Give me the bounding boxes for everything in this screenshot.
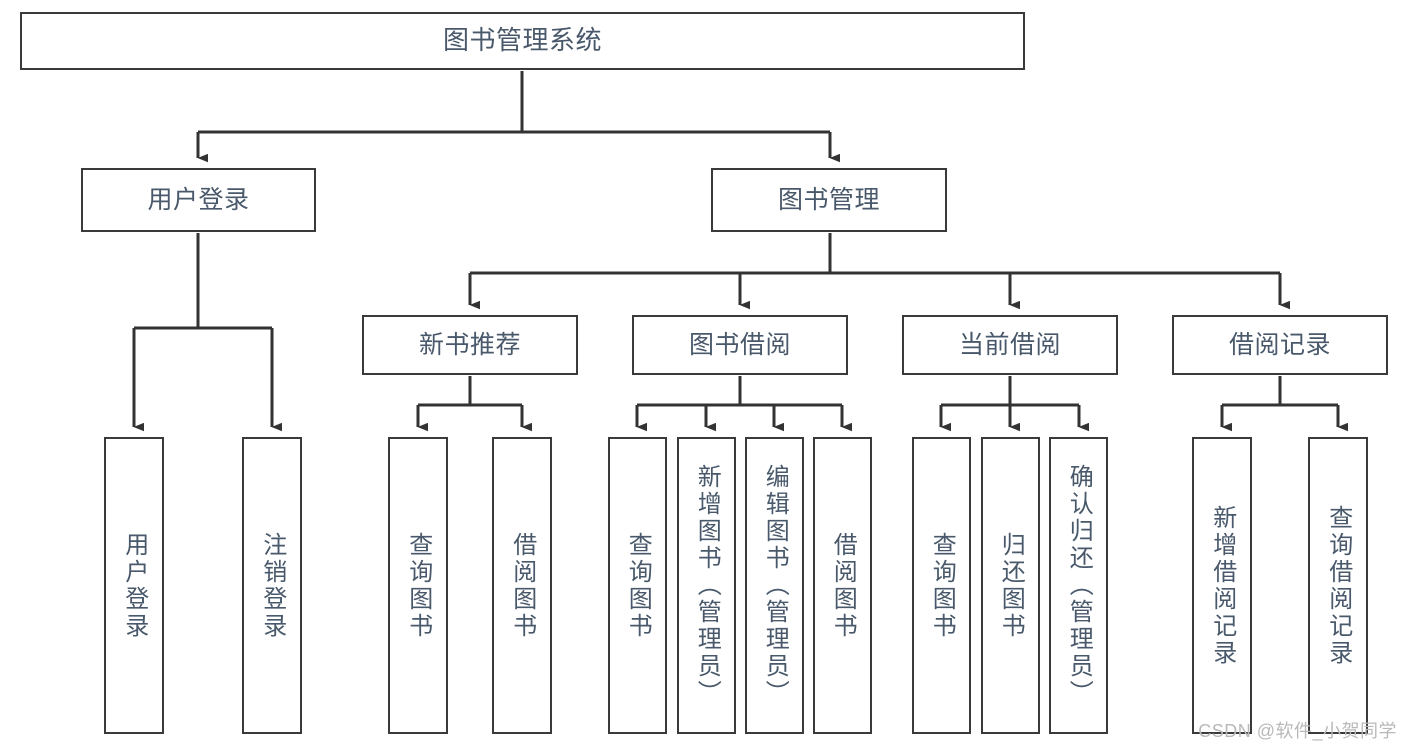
node-label: 查询借阅记录 xyxy=(1324,504,1352,667)
node-label: 新增图书（管理员） xyxy=(693,464,721,707)
csdn-watermark: CSDN @软件_小贺同学 xyxy=(1198,721,1397,741)
node-leaf-user-login[interactable]: 用户登录 xyxy=(104,437,164,734)
node-book-borrow[interactable]: 图书借阅 xyxy=(632,315,848,375)
node-root-system[interactable]: 图书管理系统 xyxy=(20,12,1025,70)
node-label: 查询图书 xyxy=(624,531,652,640)
node-leaf-confirm-return-admin[interactable]: 确认归还（管理员） xyxy=(1049,437,1108,734)
node-label: 借阅记录 xyxy=(1228,331,1331,359)
node-leaf-query-book-2[interactable]: 查询图书 xyxy=(608,437,667,734)
node-label: 图书管理系统 xyxy=(442,25,602,56)
node-leaf-query-book-3[interactable]: 查询图书 xyxy=(912,437,971,734)
node-leaf-return-book[interactable]: 归还图书 xyxy=(981,437,1040,734)
node-label: 用户登录 xyxy=(120,531,148,640)
node-label: 查询图书 xyxy=(404,531,432,640)
node-current-borrow[interactable]: 当前借阅 xyxy=(902,315,1118,375)
node-leaf-edit-book-admin[interactable]: 编辑图书（管理员） xyxy=(745,437,804,734)
node-borrow-record[interactable]: 借阅记录 xyxy=(1172,315,1388,375)
node-label: 借阅图书 xyxy=(829,531,857,640)
node-label: 确认归还（管理员） xyxy=(1065,464,1093,707)
node-label: 查询图书 xyxy=(928,531,956,640)
node-leaf-add-book-admin[interactable]: 新增图书（管理员） xyxy=(677,437,736,734)
node-label: 编辑图书（管理员） xyxy=(761,464,789,707)
node-leaf-query-book-1[interactable]: 查询图书 xyxy=(388,437,448,734)
node-leaf-add-borrow-record[interactable]: 新增借阅记录 xyxy=(1192,437,1252,734)
node-leaf-borrow-book-2[interactable]: 借阅图书 xyxy=(813,437,872,734)
node-label: 用户登录 xyxy=(147,186,250,214)
node-leaf-query-borrow-record[interactable]: 查询借阅记录 xyxy=(1308,437,1368,734)
node-label: 图书借阅 xyxy=(688,331,791,359)
node-label: 归还图书 xyxy=(997,531,1025,640)
node-new-book-recommend[interactable]: 新书推荐 xyxy=(362,315,578,375)
node-book-management[interactable]: 图书管理 xyxy=(711,168,947,232)
node-user-login[interactable]: 用户登录 xyxy=(81,168,316,232)
node-leaf-borrow-book-1[interactable]: 借阅图书 xyxy=(492,437,552,734)
node-label: 图书管理 xyxy=(777,186,880,214)
node-leaf-logout-login[interactable]: 注销登录 xyxy=(242,437,302,734)
node-label: 新增借阅记录 xyxy=(1208,504,1236,667)
node-label: 注销登录 xyxy=(258,531,286,640)
node-label: 借阅图书 xyxy=(508,531,536,640)
node-label: 当前借阅 xyxy=(958,331,1061,359)
node-label: 新书推荐 xyxy=(418,331,521,359)
